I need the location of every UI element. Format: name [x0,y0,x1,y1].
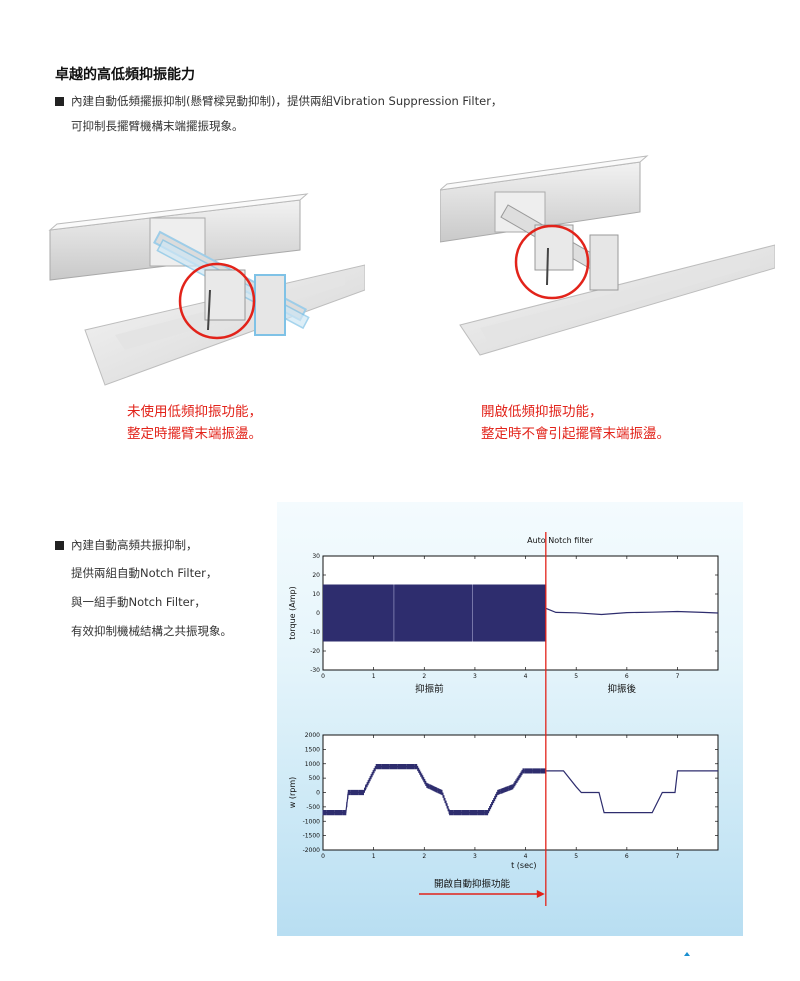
y-tick-label: -20 [310,648,320,655]
y-axis-label: w (rpm) [288,777,297,809]
annotation-label: 開啟自動抑振功能 [434,878,511,890]
y-tick-label: -1500 [303,833,321,840]
section2-line-1: 內建自動高頻共振抑制， [55,537,198,553]
square-bullet-icon [55,97,64,106]
x-axis-label: t (sec) [511,861,536,870]
y-tick-label: 2000 [305,732,320,739]
section2-text: 內建自動高頻共振抑制， [71,538,198,552]
y-tick-label: 1000 [305,761,320,768]
square-bullet-icon [55,541,64,550]
y-tick-label: -30 [310,667,320,674]
caption-right-line-1: 開啟低頻抑振功能， [481,404,603,420]
page-marker-icon [684,952,690,956]
y-tick-label: -2000 [303,847,321,854]
x-tick-label: 1 [372,853,376,860]
x-tick-label: 4 [524,853,528,860]
y-tick-label: -10 [310,629,320,636]
caption-left: 未使用低頻抑振功能， 整定時擺臂末端振盪。 [127,401,262,445]
machine-illustration-vibrating [48,193,365,386]
speed-noise-band [322,764,546,816]
caption-left-line-1: 未使用低頻抑振功能， [127,404,262,420]
x-tick-label: 6 [625,673,629,680]
x-tick-label: 5 [574,673,578,680]
x-tick-label: 7 [676,853,680,860]
y-tick-label: 10 [312,591,320,598]
bullet-text-line-2: 可抑制長擺臂機構末端擺振現象。 [71,119,244,133]
section-heading: 卓越的高低頻抑振能力 [55,67,195,83]
region-label-before: 抑振前 [415,683,444,695]
x-tick-label: 1 [372,673,376,680]
caption-right-line-2: 整定時不會引起擺臂末端振盪。 [481,426,670,442]
region-label-after: 抑振後 [608,683,637,695]
section2-line-3: 與一組手動Notch Filter， [71,595,206,609]
y-tick-label: 30 [312,553,320,560]
annotation-arrow-head [536,890,545,898]
caption-left-line-2: 整定時擺臂末端振盪。 [127,426,262,442]
bullet-text-line-1: 內建自動低頻擺振抑制(懸臂樑晃動抑制)，提供兩組Vibration Suppre… [55,93,502,109]
plot-area-2 [322,734,719,851]
x-tick-label: 3 [473,673,477,680]
torque-oscillation-band [323,584,546,642]
section2-line-2: 提供兩組自動Notch Filter， [71,566,218,580]
x-tick-label: 7 [676,673,680,680]
x-tick-label: 6 [625,853,629,860]
x-tick-label: 0 [321,673,325,680]
y-tick-label: -500 [306,804,320,811]
y-tick-label: 0 [316,790,320,797]
y-tick-label: -1000 [303,818,321,825]
x-tick-label: 2 [422,853,426,860]
bullet-text: 內建自動低頻擺振抑制(懸臂樑晃動抑制)，提供兩組Vibration Suppre… [71,94,503,108]
section2-line-4: 有效抑制機械結構之共振現象。 [71,624,232,638]
y-tick-label: 20 [312,572,320,579]
x-tick-label: 2 [422,673,426,680]
x-tick-label: 4 [524,673,528,680]
chart-title: Auto Notch filter [527,536,593,545]
y-tick-label: 1500 [305,746,320,753]
machine-illustration-suppressed [440,155,775,356]
series-line-1-2 [545,607,719,616]
x-tick-label: 0 [321,853,325,860]
y-tick-label: 0 [316,610,320,617]
x-tick-label: 3 [473,853,477,860]
x-tick-label: 5 [574,853,578,860]
caption-right: 開啟低頻抑振功能， 整定時不會引起擺臂末端振盪。 [481,401,670,445]
y-tick-label: 500 [309,775,321,782]
y-axis-label: torque (Amp) [288,586,297,639]
